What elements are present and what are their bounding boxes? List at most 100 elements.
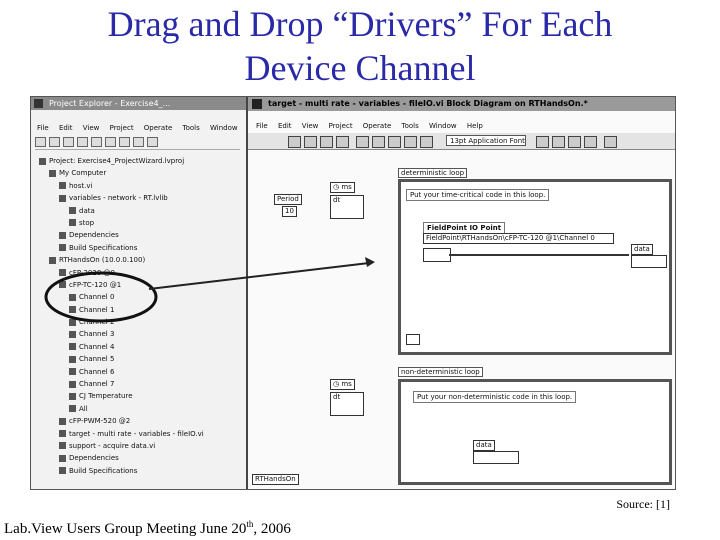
menu-window[interactable]: Window bbox=[210, 124, 238, 132]
non-deterministic-timed-loop[interactable]: Put your non-deterministic code in this … bbox=[398, 379, 672, 485]
tree-item[interactable]: target - multi rate - variables - fileIO… bbox=[39, 428, 249, 440]
font-dropdown[interactable]: 13pt Application Font bbox=[446, 135, 526, 146]
help-icon[interactable] bbox=[604, 136, 617, 148]
channel-icon bbox=[69, 405, 76, 413]
menu-project[interactable]: Project bbox=[328, 122, 353, 130]
menu-view[interactable]: View bbox=[301, 122, 319, 130]
tree-item[interactable]: cFP-PWM-520 @2 bbox=[39, 415, 249, 427]
loop-config-node-2[interactable]: dt bbox=[330, 392, 364, 416]
menu-file[interactable]: File bbox=[256, 122, 268, 130]
data-indicator-label: data bbox=[631, 244, 653, 255]
tree-item[interactable]: variables - network - RT.lvlib bbox=[39, 192, 249, 204]
project-explorer-toolbar bbox=[35, 137, 240, 150]
distribute-icon[interactable] bbox=[552, 136, 565, 148]
tree-item[interactable]: Project: Exercise4_ProjectWizard.lvproj bbox=[39, 155, 249, 167]
drag-arrow-overlay bbox=[44, 257, 375, 323]
run-arrow-icon[interactable] bbox=[288, 136, 301, 148]
tree-item[interactable]: RTHandsOn (10.0.0.100) bbox=[39, 254, 249, 266]
dependencies-icon bbox=[59, 454, 66, 462]
block-diagram-title: target - multi rate - variables - fileIO… bbox=[268, 99, 588, 108]
tree-item[interactable]: Channel 7 bbox=[39, 378, 249, 390]
tree-item[interactable]: Channel 5 bbox=[39, 353, 249, 365]
step-into-icon[interactable] bbox=[388, 136, 401, 148]
block-diagram-window: target - multi rate - variables - fileIO… bbox=[248, 97, 675, 489]
step-out-icon[interactable] bbox=[420, 136, 433, 148]
period-control[interactable]: 10 bbox=[282, 206, 297, 217]
timing-source-node-2[interactable]: ◷ ms bbox=[330, 379, 355, 390]
refresh-icon[interactable] bbox=[147, 137, 158, 147]
run-continuously-icon[interactable] bbox=[304, 136, 317, 148]
tree-item[interactable]: host.vi bbox=[39, 180, 249, 192]
menu-view[interactable]: View bbox=[82, 124, 100, 132]
tree-item[interactable]: All bbox=[39, 403, 249, 415]
menu-operate[interactable]: Operate bbox=[362, 122, 392, 130]
timing-source-node[interactable]: ◷ ms bbox=[330, 182, 355, 193]
target-icon bbox=[49, 256, 56, 264]
align-icon[interactable] bbox=[536, 136, 549, 148]
vi-icon bbox=[252, 99, 262, 109]
tree-item[interactable]: CJ Temperature bbox=[39, 390, 249, 402]
data-shared-variable[interactable] bbox=[631, 255, 667, 268]
delete-icon[interactable] bbox=[119, 137, 130, 147]
menu-window[interactable]: Window bbox=[429, 122, 457, 130]
tree-item[interactable]: Build Specifications bbox=[39, 465, 249, 477]
tree-item[interactable]: cFP-TC-120 @1 bbox=[39, 279, 249, 291]
non-deterministic-comment: Put your non-deterministic code in this … bbox=[413, 391, 577, 403]
reorder-icon[interactable] bbox=[584, 136, 597, 148]
abort-icon[interactable] bbox=[320, 136, 333, 148]
project-explorer-menubar: File Edit View Project Operate Tools Win… bbox=[37, 123, 246, 134]
menu-project[interactable]: Project bbox=[109, 124, 134, 132]
tree-item[interactable]: stop bbox=[39, 217, 249, 229]
pause-icon[interactable] bbox=[336, 136, 349, 148]
menu-edit[interactable]: Edit bbox=[277, 122, 292, 130]
deterministic-timed-loop[interactable]: Put your time-critical code in this loop… bbox=[398, 179, 672, 355]
tree-item[interactable]: Channel 1 bbox=[39, 304, 249, 316]
loop-config-node[interactable]: dt bbox=[330, 195, 364, 219]
project-explorer-window: Project Explorer - Exercise4_... File Ed… bbox=[31, 97, 248, 489]
tree-item[interactable]: Build Specifications bbox=[39, 242, 249, 254]
step-over-icon[interactable] bbox=[404, 136, 417, 148]
tree-item[interactable]: Channel 4 bbox=[39, 341, 249, 353]
tree-item[interactable]: Channel 0 bbox=[39, 291, 249, 303]
clock-icon: ◷ bbox=[333, 380, 340, 388]
vi-icon bbox=[59, 442, 66, 450]
menu-tools[interactable]: Tools bbox=[182, 124, 200, 132]
tree-item[interactable]: Channel 6 bbox=[39, 366, 249, 378]
footer-text: Lab.View Users Group Meeting June 20 bbox=[4, 521, 247, 537]
variable-icon bbox=[69, 219, 76, 227]
paste-icon[interactable] bbox=[105, 137, 116, 147]
project-explorer-title: Project Explorer - Exercise4_... bbox=[49, 99, 171, 108]
new-icon[interactable] bbox=[35, 137, 46, 147]
computer-icon bbox=[49, 169, 56, 177]
tree-item[interactable]: Dependencies bbox=[39, 452, 249, 464]
app-icon bbox=[34, 99, 43, 108]
open-icon[interactable] bbox=[49, 137, 60, 147]
block-diagram-menubar: File Edit View Project Operate Tools Win… bbox=[256, 121, 491, 132]
tree-item[interactable]: data bbox=[39, 205, 249, 217]
save-icon[interactable] bbox=[63, 137, 74, 147]
menu-file[interactable]: File bbox=[37, 124, 49, 132]
menu-tools[interactable]: Tools bbox=[401, 122, 419, 130]
data-read-shared-variable[interactable] bbox=[473, 451, 519, 464]
highlight-execution-icon[interactable] bbox=[356, 136, 369, 148]
fieldpoint-io-constant[interactable]: FieldPoint\RTHandsOn\cFP-TC-120 @1\Chann… bbox=[423, 233, 614, 244]
tree-item[interactable]: Channel 3 bbox=[39, 328, 249, 340]
module-icon bbox=[59, 269, 66, 277]
menu-operate[interactable]: Operate bbox=[143, 124, 173, 132]
retain-wire-values-icon[interactable] bbox=[372, 136, 385, 148]
project-explorer-titlebar[interactable]: Project Explorer - Exercise4_... bbox=[31, 97, 246, 110]
block-diagram-titlebar[interactable]: target - multi rate - variables - fileIO… bbox=[248, 97, 675, 111]
build-icon[interactable] bbox=[133, 137, 144, 147]
cut-icon[interactable] bbox=[77, 137, 88, 147]
copy-icon[interactable] bbox=[91, 137, 102, 147]
slide-title: Drag and Drop “Drivers” For Each Device … bbox=[0, 2, 720, 90]
menu-edit[interactable]: Edit bbox=[58, 124, 73, 132]
tree-item[interactable]: support - acquire data.vi bbox=[39, 440, 249, 452]
resize-icon[interactable] bbox=[568, 136, 581, 148]
data-read-label: data bbox=[473, 440, 495, 451]
tree-item[interactable]: My Computer bbox=[39, 167, 249, 179]
tree-item[interactable]: Dependencies bbox=[39, 229, 249, 241]
menu-help[interactable]: Help bbox=[466, 122, 483, 130]
block-diagram-toolbar: 13pt Application Font bbox=[248, 133, 675, 150]
project-icon bbox=[39, 157, 46, 165]
